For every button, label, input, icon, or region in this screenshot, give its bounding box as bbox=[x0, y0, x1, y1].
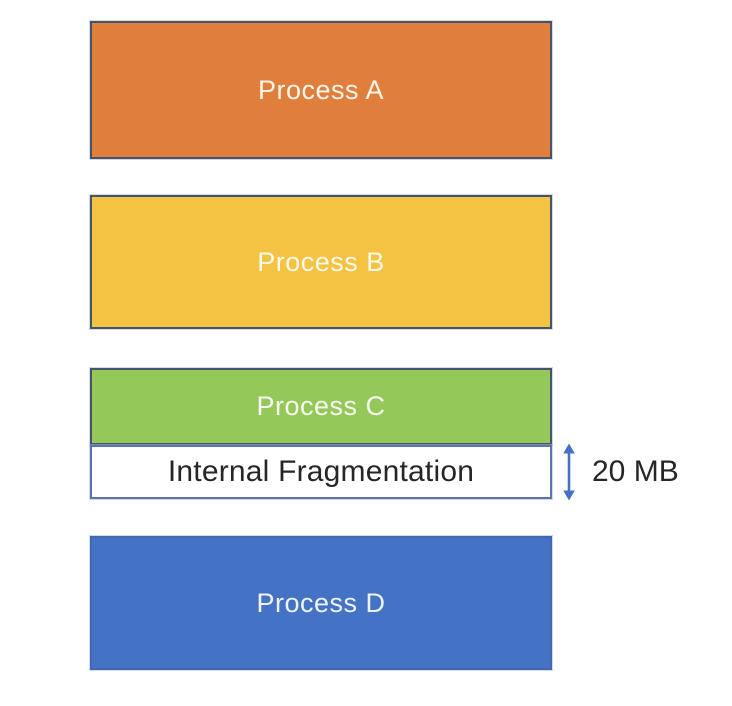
process-c-block: Process C bbox=[90, 368, 552, 445]
fragmentation-size-label: 20 MB bbox=[592, 455, 679, 488]
process-d-block: Process D bbox=[90, 536, 552, 670]
process-b-label: Process B bbox=[257, 246, 385, 277]
process-a-block: Process A bbox=[90, 21, 552, 159]
process-c-label: Process C bbox=[256, 391, 386, 421]
internal-fragmentation-block: Internal Fragmentation bbox=[90, 445, 552, 499]
process-d-label: Process D bbox=[256, 587, 386, 618]
internal-fragmentation-label: Internal Fragmentation bbox=[167, 455, 475, 488]
process-b-block: Process B bbox=[90, 195, 552, 329]
double-arrow-icon bbox=[560, 443, 578, 501]
process-a-label: Process A bbox=[257, 74, 385, 105]
